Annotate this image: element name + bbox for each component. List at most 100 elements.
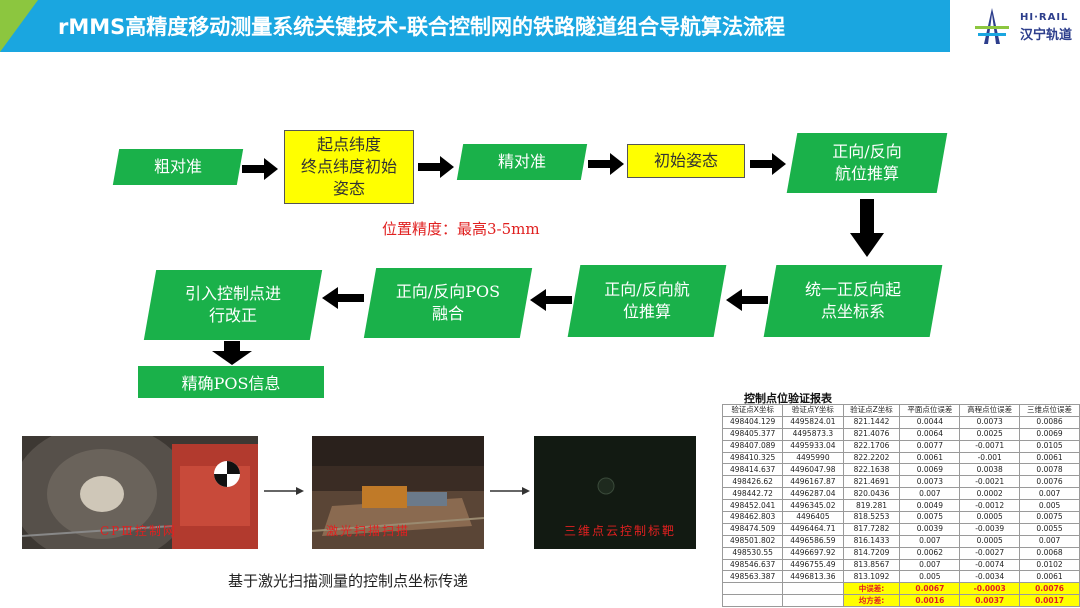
table-cell: 4495990 xyxy=(783,452,843,464)
cp3-photo-label: CPⅢ控制网 xyxy=(100,522,177,539)
table-cell: 498407.089 xyxy=(723,440,783,452)
summary-value: 0.0067 xyxy=(900,583,960,595)
lat-init-box: 起点纬度 终点纬度初始 姿态 xyxy=(284,130,414,204)
table-cell: 822.1706 xyxy=(843,440,900,452)
table-cell: 816.1433 xyxy=(843,535,900,547)
table-cell: 498426.62 xyxy=(723,476,783,488)
validation-table: 验证点X坐标验证点Y坐标验证点Z坐标平面点位误差高程点位误差三维点位误差 498… xyxy=(722,404,1080,607)
table-cell: 0.0075 xyxy=(1020,512,1080,524)
table-cell: -0.001 xyxy=(960,452,1020,464)
table-cell: -0.0021 xyxy=(960,476,1020,488)
table-cell: 0.0064 xyxy=(900,428,960,440)
arrow-right-icon xyxy=(264,485,304,497)
table-cell: 821.4076 xyxy=(843,428,900,440)
table-cell: 498405.377 xyxy=(723,428,783,440)
table-header-cell: 验证点Y坐标 xyxy=(783,405,843,417)
table-cell: -0.0027 xyxy=(960,547,1020,559)
table-cell: 0.005 xyxy=(1020,500,1080,512)
arrow-right-icon xyxy=(588,153,624,175)
table-cell: 0.0068 xyxy=(1020,547,1080,559)
table-header-cell: 高程点位误差 xyxy=(960,405,1020,417)
table-header-row: 验证点X坐标验证点Y坐标验证点Z坐标平面点位误差高程点位误差三维点位误差 xyxy=(723,405,1080,417)
unify-line2: 点坐标系 xyxy=(805,301,901,323)
summary-value: -0.0003 xyxy=(960,583,1020,595)
lat-init-line3: 姿态 xyxy=(301,178,397,200)
table-cell: 498462.803 xyxy=(723,512,783,524)
pos-fusion-line1: 正向/反向POS xyxy=(396,281,500,303)
init-attitude-box: 初始姿态 xyxy=(627,144,745,178)
summary-value: 0.0017 xyxy=(1020,595,1080,607)
table-cell: 0.0076 xyxy=(1020,476,1080,488)
table-cell: 0.007 xyxy=(900,535,960,547)
table-cell: 817.7282 xyxy=(843,523,900,535)
header-accent xyxy=(0,0,38,52)
table-cell: 4496697.92 xyxy=(783,547,843,559)
table-cell: 0.0077 xyxy=(900,440,960,452)
arrow-right-icon xyxy=(418,156,454,178)
summary-value: 0.0037 xyxy=(960,595,1020,607)
table-row: 498563.3874496813.36813.10920.005-0.0034… xyxy=(723,571,1080,583)
table-cell: 4496047.98 xyxy=(783,464,843,476)
arrow-down-icon xyxy=(850,199,884,257)
coarse-align-box: 粗对准 xyxy=(116,149,240,185)
table-cell: 822.1638 xyxy=(843,464,900,476)
table-cell: 0.0005 xyxy=(960,512,1020,524)
summary-label: 均方差: xyxy=(843,595,900,607)
table-header-cell: 验证点X坐标 xyxy=(723,405,783,417)
table-cell: 0.0086 xyxy=(1020,416,1080,428)
dr-mid-line2: 位推算 xyxy=(604,301,689,323)
table-cell: 0.0002 xyxy=(960,488,1020,500)
table-cell: 4495933.04 xyxy=(783,440,843,452)
table-cell: 813.8567 xyxy=(843,559,900,571)
coarse-align-label: 粗对准 xyxy=(154,156,202,178)
table-cell xyxy=(723,595,783,607)
dr-top-line2: 航位推算 xyxy=(832,163,901,185)
hi-rail-logo-icon xyxy=(970,6,1014,46)
table-header-cell: 三维点位误差 xyxy=(1020,405,1080,417)
dr-top-line1: 正向/反向 xyxy=(832,141,901,163)
arrow-right-icon xyxy=(490,485,530,497)
table-header-cell: 验证点Z坐标 xyxy=(843,405,900,417)
table-cell: 0.007 xyxy=(900,559,960,571)
table-cell: -0.0039 xyxy=(960,523,1020,535)
arrow-right-icon xyxy=(242,158,278,180)
table-cell: 814.7209 xyxy=(843,547,900,559)
table-cell: 813.1092 xyxy=(843,571,900,583)
table-row: 498405.3774495873.3821.40760.00640.00250… xyxy=(723,428,1080,440)
table-cell: 821.4691 xyxy=(843,476,900,488)
table-cell: 821.1442 xyxy=(843,416,900,428)
table-row: 498414.6374496047.98822.16380.00690.0038… xyxy=(723,464,1080,476)
table-cell: 0.0061 xyxy=(1020,452,1080,464)
table-cell: 0.0062 xyxy=(900,547,960,559)
table-cell: 4496586.59 xyxy=(783,535,843,547)
table-cell: -0.0071 xyxy=(960,440,1020,452)
table-cell xyxy=(783,583,843,595)
unify-line1: 统一正反向起 xyxy=(805,279,901,301)
table-cell: 4496345.02 xyxy=(783,500,843,512)
dr-mid-line1: 正向/反向航 xyxy=(604,279,689,301)
table-cell: 0.007 xyxy=(1020,535,1080,547)
precise-pos-label: 精确POS信息 xyxy=(182,370,281,394)
control-pt-line1: 引入控制点进 xyxy=(185,283,281,305)
table-cell xyxy=(723,583,783,595)
page-title: rMMS高精度移动测量系统关键技术-联合控制网的铁路隧道组合导航算法流程 xyxy=(58,11,785,41)
table-row: 498501.8024496586.59816.14330.0070.00050… xyxy=(723,535,1080,547)
table-cell: 0.007 xyxy=(900,488,960,500)
table-cell: 0.0005 xyxy=(960,535,1020,547)
arrow-right-icon xyxy=(750,153,786,175)
photo-caption: 基于激光扫描测量的控制点坐标传递 xyxy=(228,570,468,591)
table-header-cell: 平面点位误差 xyxy=(900,405,960,417)
arrow-left-icon xyxy=(322,287,364,309)
table-cell: 4496167.87 xyxy=(783,476,843,488)
summary-value: 0.0016 xyxy=(900,595,960,607)
table-cell: 0.0075 xyxy=(900,512,960,524)
table-cell: 498501.802 xyxy=(723,535,783,547)
dead-reckoning-top-box: 正向/反向航位推算 xyxy=(792,133,942,193)
